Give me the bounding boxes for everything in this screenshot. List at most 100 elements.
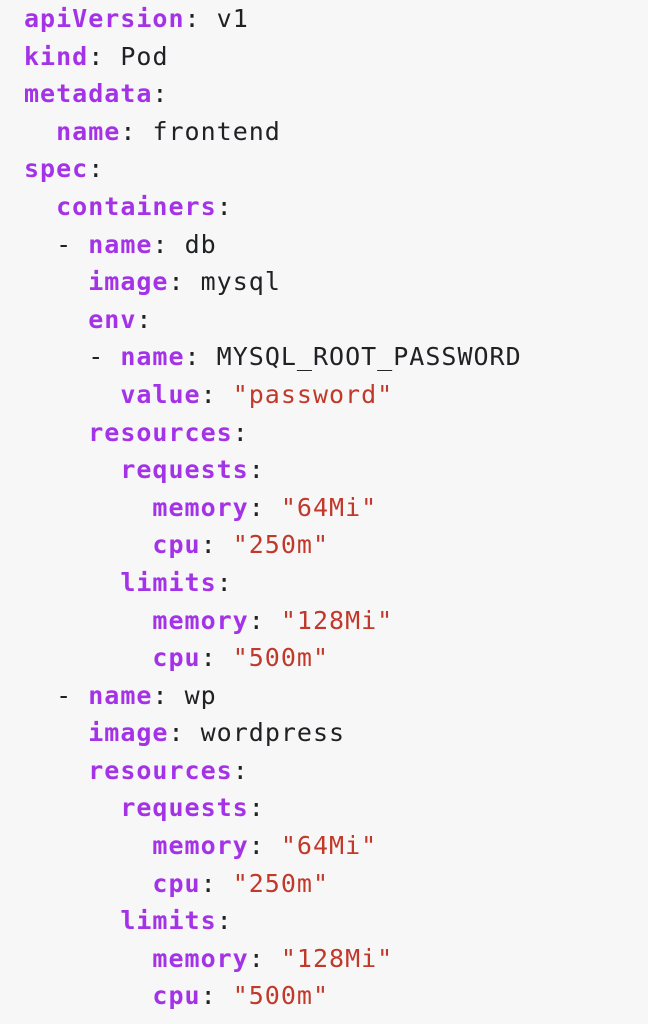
yaml-string-value: "250m" (232, 530, 330, 560)
colon: : (200, 530, 217, 560)
yaml-key: kind (24, 41, 89, 71)
indent (24, 418, 88, 447)
indent (24, 380, 120, 409)
colon: : (200, 643, 217, 673)
list-dash: - (56, 229, 89, 259)
colon: : (184, 4, 201, 33)
yaml-key: value (120, 379, 201, 409)
indent (24, 944, 152, 973)
colon: : (88, 41, 105, 71)
code-line: memory: "64Mi" (24, 827, 522, 865)
indent (24, 756, 88, 785)
yaml-key: apiVersion (24, 4, 185, 33)
yaml-key: requests (120, 455, 249, 485)
colon: : (200, 868, 217, 898)
colon: : (248, 943, 265, 973)
list-dash: - (56, 680, 89, 710)
code-line: image: mysql (24, 263, 522, 301)
yaml-key: memory (152, 605, 249, 635)
code-line: - name: MYSQL_ROOT_PASSWORD (24, 338, 522, 376)
code-line: apiVersion: v1 (24, 0, 522, 38)
colon: : (248, 831, 265, 861)
code-line: resources: (24, 752, 522, 790)
yaml-string-value: "64Mi" (280, 831, 378, 861)
indent (24, 606, 152, 635)
colon: : (200, 981, 217, 1011)
yaml-key: memory (152, 492, 249, 522)
colon: : (248, 605, 265, 635)
yaml-value: mysql (200, 267, 281, 297)
indent (24, 906, 120, 935)
yaml-key: limits (120, 906, 217, 936)
indent (24, 869, 152, 898)
indent (24, 981, 152, 1010)
colon: : (136, 304, 153, 334)
indent (24, 267, 88, 296)
indent (24, 568, 120, 597)
code-line: memory: "64Mi" (24, 489, 522, 527)
yaml-key: metadata (24, 79, 153, 109)
indent (24, 117, 56, 146)
code-line: value: "password" (24, 376, 522, 414)
colon: : (216, 906, 233, 936)
code-line: name: frontend (24, 113, 522, 151)
yaml-value: MYSQL_ROOT_PASSWORD (216, 342, 522, 372)
yaml-string-value: "250m" (232, 868, 330, 898)
code-line: cpu: "500m" (24, 639, 522, 677)
code-line: requests: (24, 789, 522, 827)
colon: : (152, 680, 169, 710)
yaml-key: memory (152, 831, 249, 861)
indent (24, 530, 152, 559)
yaml-value: Pod (120, 41, 169, 71)
yaml-key: resources (88, 755, 233, 785)
indent (24, 718, 88, 747)
colon: : (248, 793, 265, 823)
colon: : (248, 455, 265, 485)
indent (24, 192, 56, 221)
code-line: memory: "128Mi" (24, 940, 522, 978)
colon: : (232, 755, 249, 785)
indent (24, 230, 56, 259)
indent (24, 831, 152, 860)
code-line: cpu: "500m" (24, 977, 522, 1015)
yaml-value: frontend (152, 116, 281, 146)
code-line: - name: wp (24, 677, 522, 715)
yaml-string-value: "64Mi" (280, 492, 378, 522)
yaml-key: containers (56, 191, 217, 221)
list-dash: - (88, 342, 121, 372)
yaml-value: v1 (216, 4, 249, 33)
colon: : (168, 267, 185, 297)
indent (24, 305, 88, 334)
code-line: cpu: "250m" (24, 865, 522, 903)
yaml-key: cpu (152, 530, 201, 560)
yaml-key: cpu (152, 981, 201, 1011)
code-line: containers: (24, 188, 522, 226)
code-line: env: (24, 301, 522, 339)
yaml-key: name (88, 680, 153, 710)
yaml-key: limits (120, 567, 217, 597)
code-line: memory: "128Mi" (24, 602, 522, 640)
yaml-string-value: "500m" (232, 981, 330, 1011)
code-line: cpu: "250m" (24, 526, 522, 564)
yaml-key: cpu (152, 643, 201, 673)
yaml-key: env (88, 304, 137, 334)
yaml-value: wp (184, 680, 217, 710)
indent (24, 643, 152, 672)
yaml-string-value: "password" (232, 379, 394, 409)
indent (24, 493, 152, 522)
colon: : (152, 79, 169, 109)
yaml-value: db (184, 229, 217, 259)
colon: : (248, 492, 265, 522)
indent (24, 793, 120, 822)
colon: : (232, 417, 249, 447)
indent (24, 681, 56, 710)
colon: : (88, 154, 105, 184)
yaml-string-value: "128Mi" (280, 943, 394, 973)
code-line: image: wordpress (24, 714, 522, 752)
code-line: metadata: (24, 75, 522, 113)
code-line: kind: Pod (24, 38, 522, 76)
code-line: - name: db (24, 226, 522, 264)
indent (24, 455, 120, 484)
colon: : (216, 567, 233, 597)
